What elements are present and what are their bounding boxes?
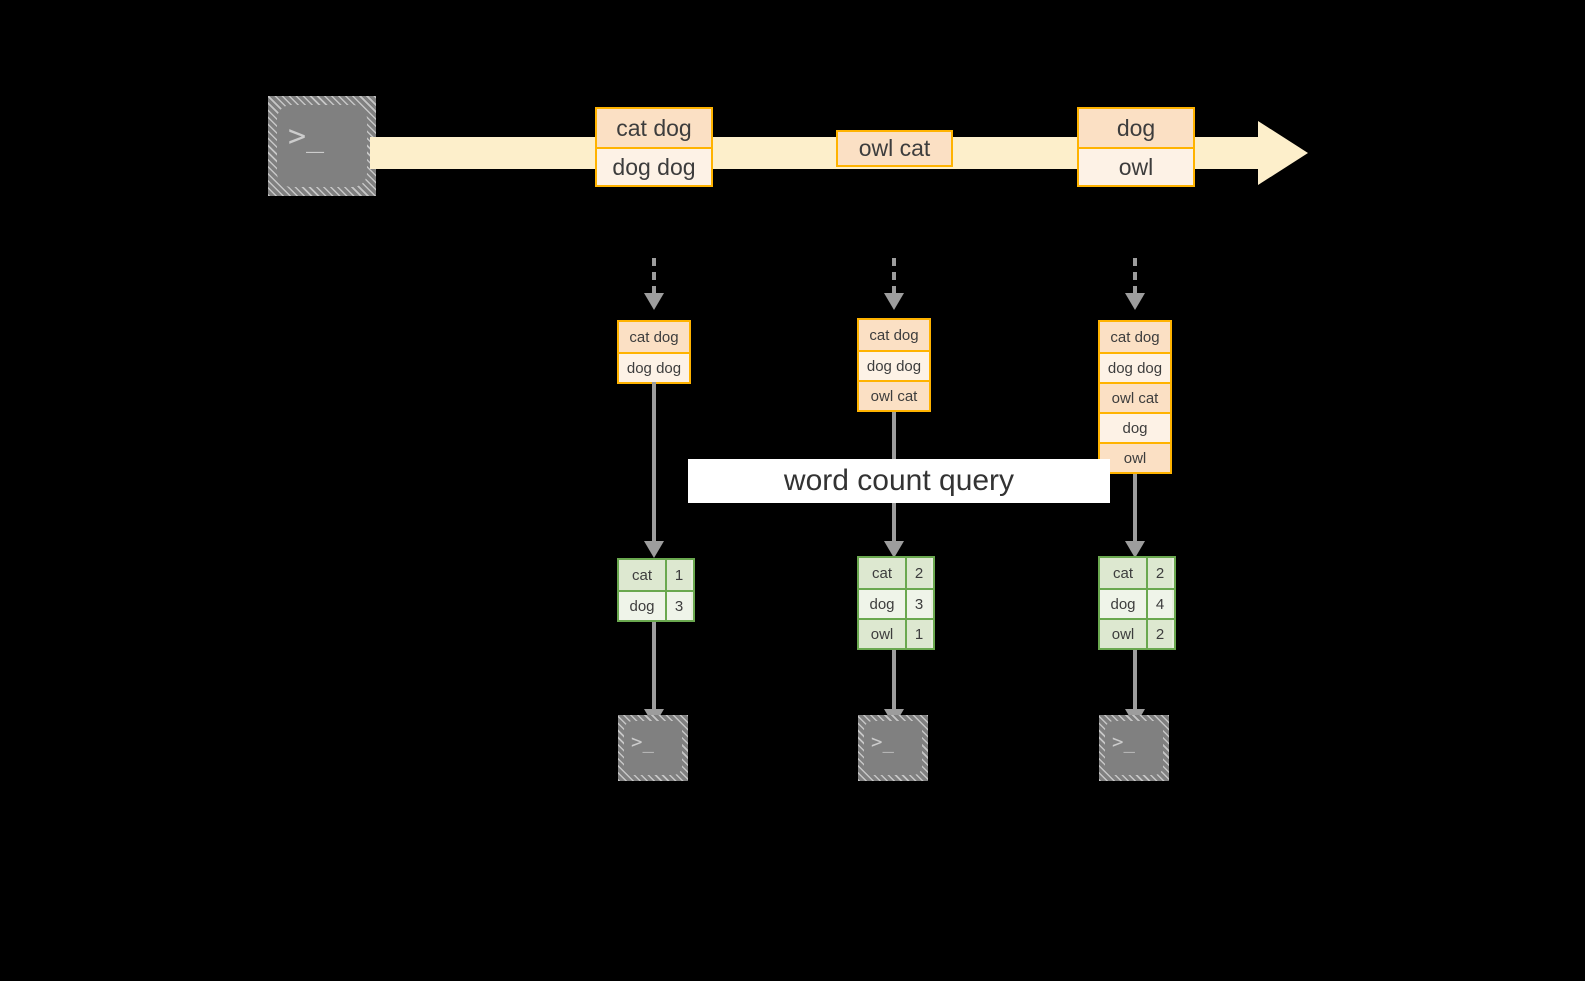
- arrowhead-icon: [884, 541, 904, 558]
- arrowhead-icon: [644, 541, 664, 558]
- query-link-3: [1133, 474, 1137, 542]
- result-count: 4: [1146, 590, 1172, 618]
- result-count: 3: [905, 590, 931, 618]
- stream-event-line: cat dog: [597, 109, 711, 147]
- snapshot-line: dog: [1100, 412, 1170, 442]
- snapshot-stack-2: cat dog dog dog owl cat: [857, 318, 931, 412]
- snapshot-line: owl cat: [859, 380, 929, 410]
- result-count: 1: [665, 560, 691, 590]
- stream-event-2: owl cat: [836, 130, 953, 167]
- stream-event-line: dog: [1079, 109, 1193, 147]
- result-word: owl: [859, 620, 905, 648]
- snapshot-link-3: [1133, 258, 1137, 294]
- terminal-prompt-glyph: >_: [288, 119, 325, 154]
- result-word: dog: [619, 592, 665, 620]
- table-row: cat 1: [619, 560, 693, 590]
- arrowhead-icon: [1125, 541, 1145, 558]
- query-banner: word count query: [688, 459, 1110, 503]
- sink-link-1: [652, 622, 656, 710]
- terminal-body: [864, 721, 922, 775]
- snapshot-line: cat dog: [619, 322, 689, 352]
- sink-link-2: [892, 650, 896, 710]
- result-word: owl: [1100, 620, 1146, 648]
- terminal-body: [624, 721, 682, 775]
- result-word: cat: [619, 560, 665, 590]
- snapshot-line: dog dog: [859, 350, 929, 380]
- terminal-prompt-glyph: >_: [1112, 731, 1135, 753]
- result-table-2: cat 2 dog 3 owl 1: [857, 556, 935, 650]
- terminal-body: [1105, 721, 1163, 775]
- arrowhead-icon: [644, 293, 664, 310]
- terminal-prompt-glyph: >_: [871, 731, 894, 753]
- table-row: dog 3: [619, 590, 693, 620]
- result-count: 2: [1146, 558, 1172, 588]
- snapshot-line: cat dog: [1100, 322, 1170, 352]
- sink-terminal-icon-1: >_: [618, 715, 688, 781]
- sink-link-3: [1133, 650, 1137, 710]
- table-row: owl 1: [859, 618, 933, 648]
- result-word: cat: [859, 558, 905, 588]
- query-banner-label: word count query: [783, 464, 1015, 497]
- table-row: cat 2: [1100, 558, 1174, 588]
- result-word: dog: [859, 590, 905, 618]
- snapshot-line: cat dog: [859, 320, 929, 350]
- table-row: dog 3: [859, 588, 933, 618]
- snapshot-stack-1: cat dog dog dog: [617, 320, 691, 384]
- snapshot-line: dog dog: [1100, 352, 1170, 382]
- stream-event-line: owl: [1079, 147, 1193, 185]
- result-count: 1: [905, 620, 931, 648]
- result-table-3: cat 2 dog 4 owl 2: [1098, 556, 1176, 650]
- result-table-1: cat 1 dog 3: [617, 558, 695, 622]
- terminal-prompt-glyph: >_: [631, 731, 654, 753]
- snapshot-line: owl cat: [1100, 382, 1170, 412]
- snapshot-stack-3: cat dog dog dog owl cat dog owl: [1098, 320, 1172, 474]
- sink-terminal-icon-2: >_: [858, 715, 928, 781]
- snapshot-line: dog dog: [619, 352, 689, 382]
- result-word: dog: [1100, 590, 1146, 618]
- stream-event-1: cat dog dog dog: [595, 107, 713, 187]
- source-terminal-icon: >_: [268, 96, 376, 196]
- snapshot-link-2: [892, 258, 896, 294]
- query-link-1: [652, 382, 656, 542]
- stream-event-3: dog owl: [1077, 107, 1195, 187]
- arrowhead-icon: [1125, 293, 1145, 310]
- right-arrow-icon: [1258, 121, 1308, 185]
- table-row: dog 4: [1100, 588, 1174, 618]
- result-word: cat: [1100, 558, 1146, 588]
- snapshot-line: owl: [1100, 442, 1170, 472]
- result-count: 2: [1146, 620, 1172, 648]
- stream-event-line: dog dog: [597, 147, 711, 185]
- result-count: 2: [905, 558, 931, 588]
- result-count: 3: [665, 592, 691, 620]
- table-row: owl 2: [1100, 618, 1174, 648]
- stream-event-line: owl cat: [838, 132, 951, 165]
- snapshot-link-1: [652, 258, 656, 294]
- table-row: cat 2: [859, 558, 933, 588]
- arrowhead-icon: [884, 293, 904, 310]
- terminal-body: [277, 105, 367, 187]
- sink-terminal-icon-3: >_: [1099, 715, 1169, 781]
